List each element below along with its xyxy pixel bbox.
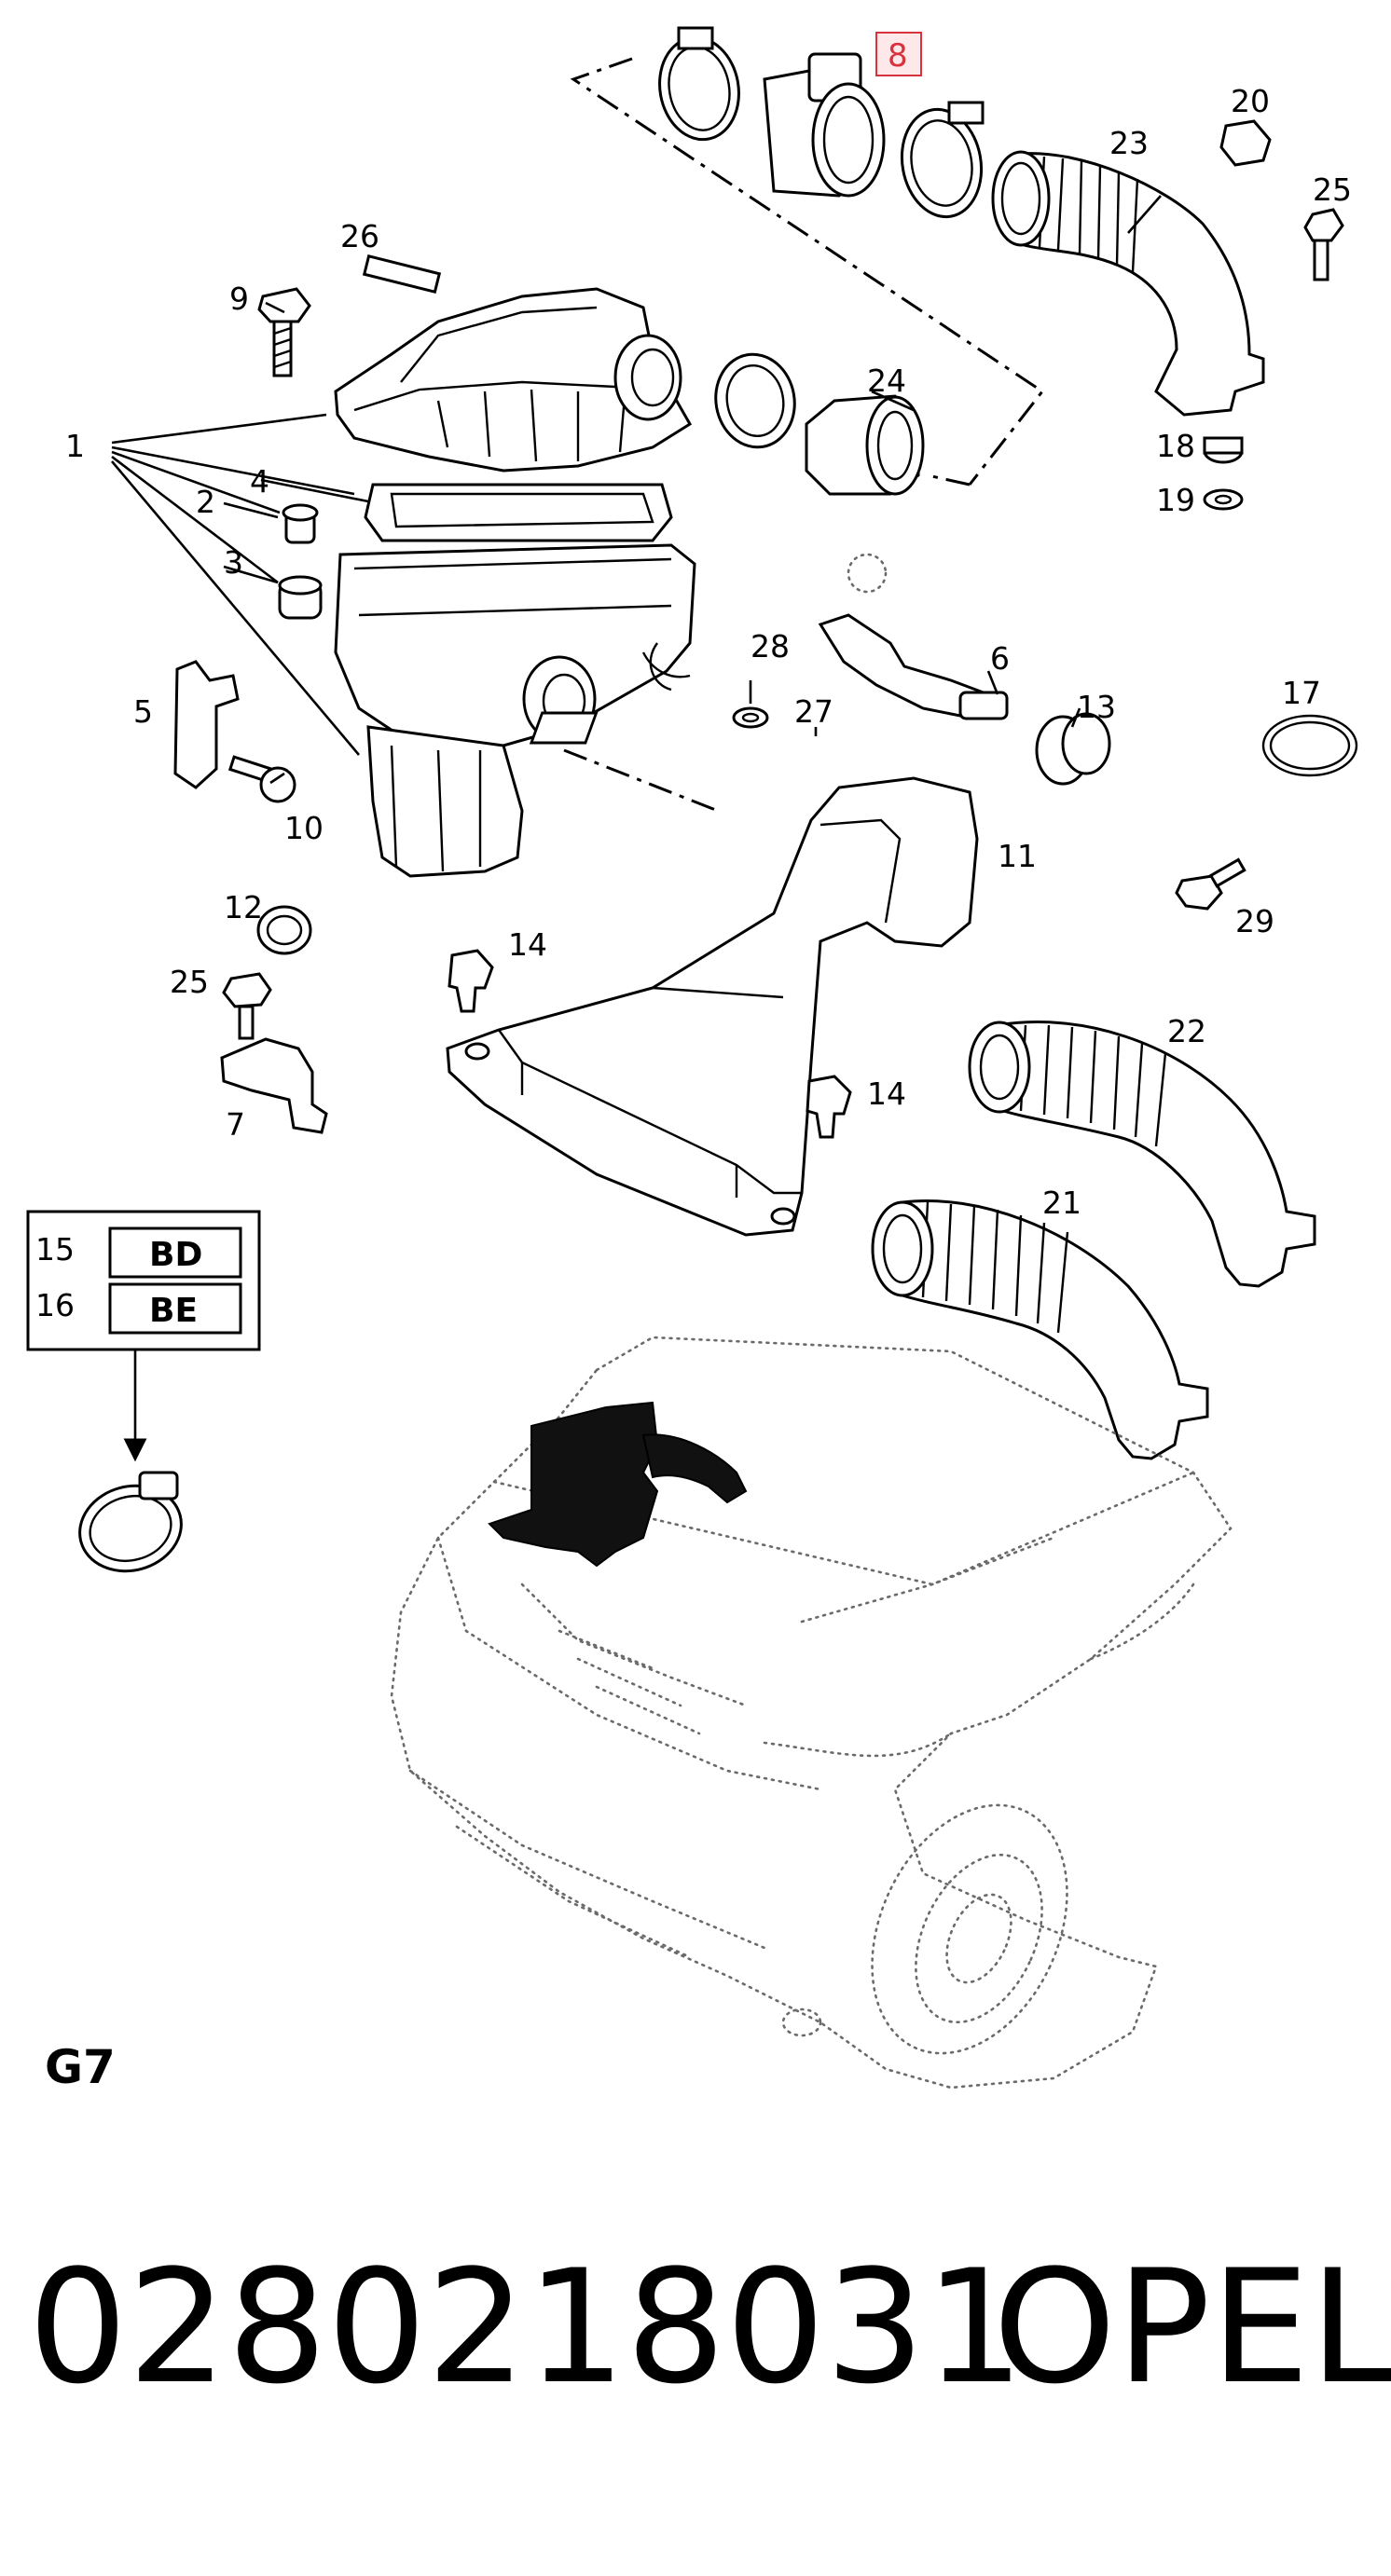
small-fasteners-right [1203,119,1344,511]
callout-18: 18 [1156,428,1195,464]
callout-5: 5 [133,693,153,730]
callout-1: 1 [65,428,85,464]
callout-10: 10 [284,810,324,846]
part-22-hose [968,1021,1316,1288]
engine-air-intake-silhouette [488,1401,748,1568]
maf-sensor-assembly [658,26,985,219]
part-26-seal-strip [362,254,442,294]
callout-6: 6 [990,640,1010,677]
callout-29: 29 [1235,903,1274,939]
part-5-bracket [173,660,240,789]
callout-12: 12 [224,889,263,925]
legend-code-bd: BD [149,1236,202,1274]
part-21-hose [871,1199,1209,1460]
highlight-box [875,32,922,76]
air-filter-housing [334,287,696,878]
hose-clamp-icon [78,1471,183,1573]
callout-26: 26 [340,218,379,254]
small-fasteners-left [220,905,852,1139]
callout-14a: 14 [508,926,547,963]
part-number: 0280218031 [28,2236,1025,2418]
callout-28: 28 [751,628,790,665]
callout-labels: 8 1 2 3 4 5 6 7 9 10 11 12 13 14 14 17 1… [65,32,1352,1221]
dash-dot-lines [563,57,1045,813]
part-11-intake-duct [446,776,979,1237]
part-10-bolt [227,755,296,803]
callout-14b: 14 [867,1076,906,1112]
callout-4: 4 [250,463,269,500]
part-9-bolt [257,287,311,377]
callout-19: 19 [1156,482,1195,518]
callout-25a: 25 [1313,171,1352,208]
legend-num-15: 15 [35,1231,75,1267]
callout-20: 20 [1231,83,1270,119]
legend-num-16: 16 [35,1287,75,1323]
callout-21: 21 [1042,1185,1081,1221]
callout-7: 7 [226,1106,245,1143]
page-code: G7 [45,2040,116,2094]
callout-25b: 25 [170,964,209,1000]
part-24-rubber-sleeve [714,352,925,496]
callout-8: 8 [888,37,908,75]
brand-name: OPEL [993,2236,1391,2418]
legend-code-be: BE [149,1292,198,1330]
part-6-bracket-sensor [818,553,1009,720]
callout-11: 11 [998,838,1037,874]
callout-23: 23 [1109,125,1149,161]
callout-24: 24 [867,363,906,399]
legend-box: 15 16 BD BE [26,1210,261,1462]
seals-and-mounts [529,706,1358,911]
grommet-parts [278,503,323,620]
callout-9: 9 [229,281,249,317]
callout-27: 27 [794,693,833,730]
part-23-intake-hose [991,150,1265,417]
car-outline [390,1336,1233,2090]
callout-22: 22 [1167,1013,1206,1049]
callout-13: 13 [1077,689,1116,725]
callout-2: 2 [196,484,215,520]
callout-3: 3 [224,544,243,581]
callout-17: 17 [1282,675,1321,711]
